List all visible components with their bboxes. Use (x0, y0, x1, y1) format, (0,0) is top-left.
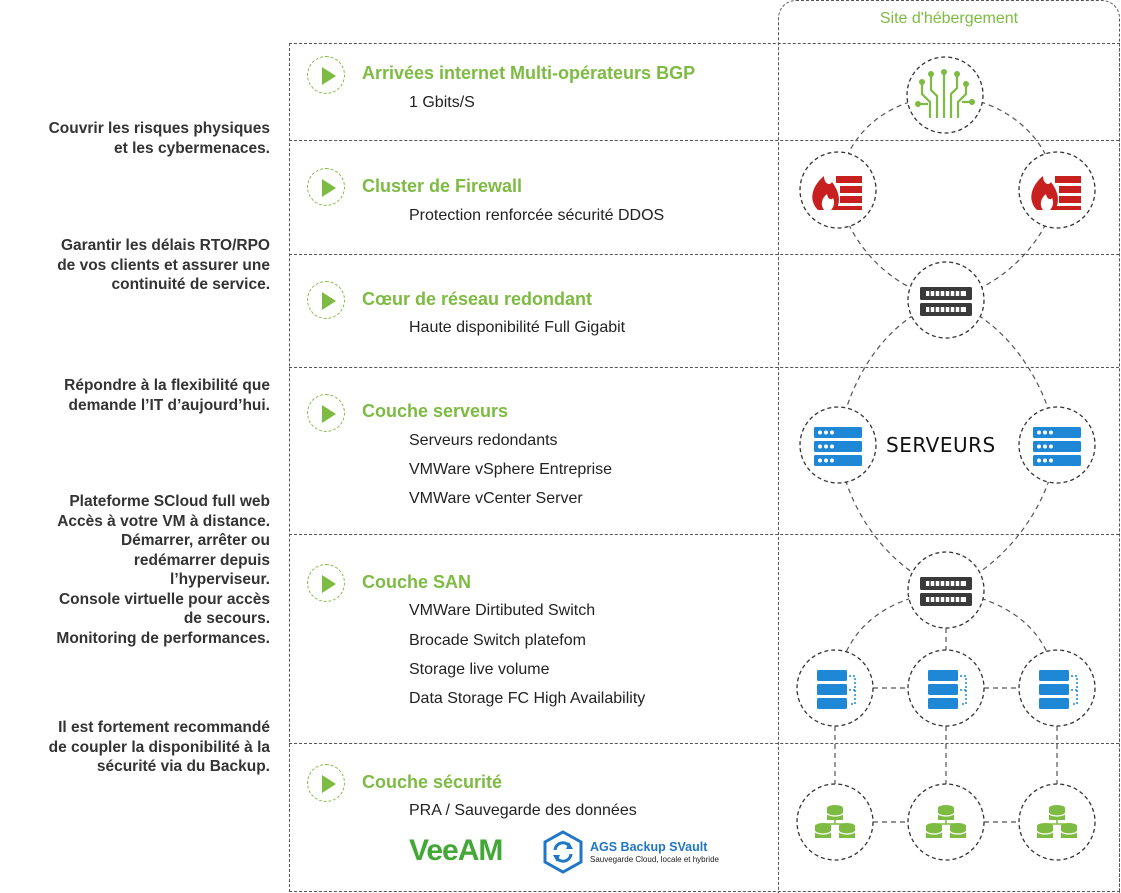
row-divider (289, 254, 1119, 255)
row-divider (289, 367, 1119, 368)
hosting-site-frame (778, 0, 1120, 893)
play-icon (307, 56, 345, 94)
row-detail: Serveurs redondants (409, 432, 558, 449)
ags-logo-icon (543, 830, 583, 874)
note-line: de vos clients et assurer une (57, 256, 270, 274)
row-detail: VMWare vSphere Entreprise (409, 461, 613, 478)
play-icon (307, 394, 345, 432)
row-divider (289, 534, 1119, 535)
row-detail: VMWare vCenter Server (409, 490, 583, 507)
server-icon (814, 427, 862, 466)
row-detail: 1 Gbits/S (409, 94, 475, 111)
row-title-internet: Arrivées internet Multi-opérateurs BGP (362, 63, 696, 83)
ags-logo-subtitle: Sauvegarde Cloud, locale et hybride (590, 855, 719, 864)
note-line: continuité de service. (111, 276, 271, 293)
servers-label: SERVEURS (886, 433, 996, 457)
play-icon (307, 168, 345, 206)
note-line: l’hyperviseur. (170, 571, 270, 588)
row-detail: Brocade Switch platefom (409, 632, 586, 649)
row-detail: Haute disponibilité Full Gigabit (409, 319, 626, 336)
note-line: de secours. (183, 610, 270, 627)
row-detail: Protection renforcée sécurité DDOS (409, 207, 665, 224)
note-line: de coupler la disponibilité à la (48, 738, 270, 756)
row-title-firewall: Cluster de Firewall (362, 176, 523, 196)
hosting-site-label: Site d'hébergement (879, 10, 1019, 27)
row-title-network-core: Cœur de réseau redondant (362, 289, 593, 309)
note-rto-rpo: Garantir les délais RTO/RPO de vos clien… (57, 236, 270, 295)
play-icon (307, 281, 345, 319)
note-line: Accès à votre VM à distance. (57, 512, 270, 530)
note-flexibility: Répondre à la flexibilité que demande l’… (64, 376, 270, 415)
row-detail: Data Storage FC High Availability (409, 690, 646, 707)
note-line: Console virtuelle pour accès (58, 590, 270, 608)
note-line: Monitoring de performances. (56, 629, 270, 647)
row-detail: PRA / Sauvegarde des données (409, 802, 637, 819)
note-line: Répondre à la flexibilité que (64, 377, 270, 394)
note-line: et les cybermenaces. (114, 139, 270, 157)
note-line: demande l’IT d’aujourd’hui. (68, 396, 270, 414)
note-backup: Il est fortement recommandé de coupler l… (49, 718, 270, 777)
row-divider (289, 743, 1119, 744)
row-title-servers: Couche serveurs (362, 401, 509, 421)
note-line: sécurité via du Backup. (96, 758, 270, 775)
note-risks: Couvrir les risques physiques et les cyb… (49, 119, 270, 158)
ags-logo-title: AGS Backup SVault (590, 840, 708, 854)
row-title-san: Couche SAN (362, 572, 472, 592)
note-line: Il est fortement recommandé (58, 719, 270, 736)
veeam-logo: VeeAM (409, 834, 503, 867)
server-icon (1033, 427, 1081, 466)
circuit-icon (915, 69, 975, 118)
note-line: Plateforme SCloud full web (69, 493, 270, 510)
note-line: redémarrer depuis (133, 551, 270, 569)
row-divider (289, 140, 1119, 141)
play-icon (307, 564, 345, 602)
note-scloud: Plateforme SCloud full web Accès à votre… (56, 492, 270, 648)
row-title-security: Couche sécurité (362, 772, 503, 792)
row-detail: VMWare Dirtibuted Switch (409, 602, 596, 619)
note-line: Démarrer, arrêter ou (120, 532, 270, 549)
note-line: Garantir les délais RTO/RPO (60, 237, 270, 254)
row-detail: Storage live volume (409, 661, 550, 678)
note-line: Couvrir les risques physiques (48, 120, 270, 137)
play-icon (307, 764, 345, 802)
